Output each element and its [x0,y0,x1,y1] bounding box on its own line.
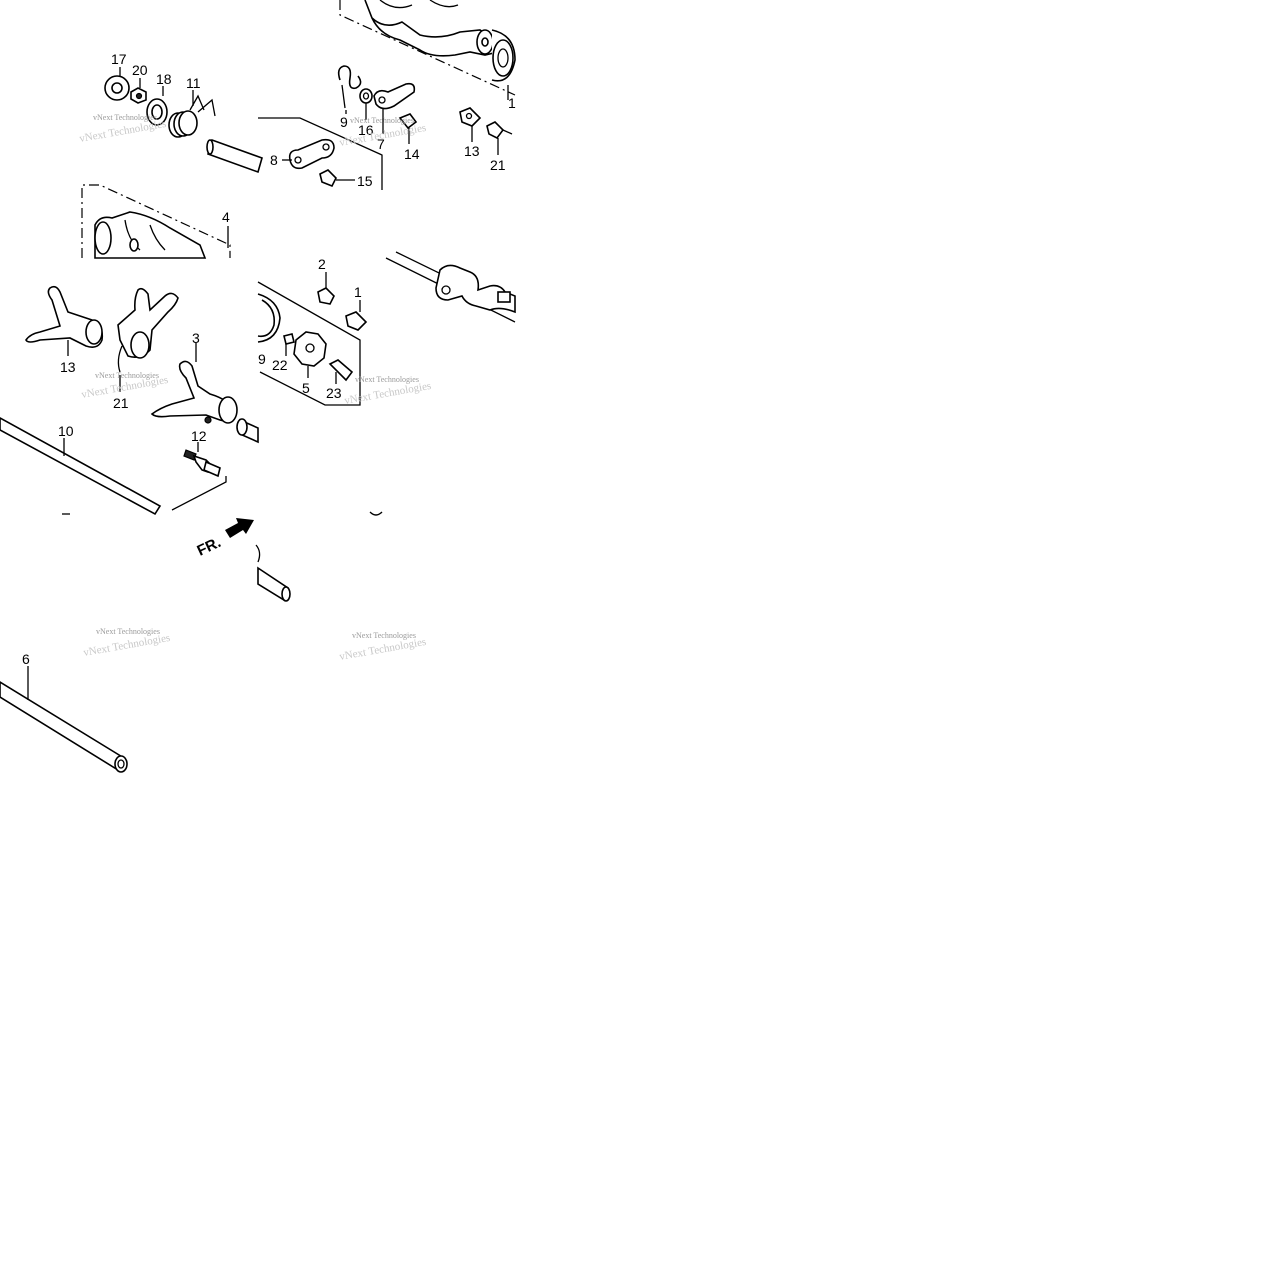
svg-text:vNext Technologies: vNext Technologies [96,627,160,636]
callout-label: 20 [132,62,148,78]
watermark: vNext Technologies vNext Technologies vN… [78,113,432,663]
callout-label: 10 [58,423,74,439]
callout-label: 16 [358,122,374,138]
shift-drum-4 [81,184,231,259]
front-marker: FR. [195,534,224,560]
front-arrow-icon: FR. [195,518,254,560]
callout-label: 13 [464,143,480,159]
callout-label: 21 [490,157,506,173]
callout-label: 3 [192,330,200,346]
svg-text:vNext Technologies: vNext Technologies [355,375,419,384]
svg-text:vNext Technologies: vNext Technologies [350,116,414,125]
stopper-arm-group [258,65,513,190]
callout-label: 21 [113,395,129,411]
svg-text:vNext Technologies: vNext Technologies [352,631,416,640]
callout-label: 22 [272,357,288,373]
callout-label: 15 [357,173,373,189]
callout-label: 11 [186,75,201,91]
svg-text:vNext Technologies: vNext Technologies [93,113,157,122]
spring-washer-group [104,67,263,174]
callout-label: 8 [270,152,278,168]
shift-fork-shaft-6 [0,666,128,773]
callout-label: 2 [318,256,326,272]
callout-label: 13 [60,359,76,375]
callout-label: 1 [354,284,362,300]
callout-label: 12 [191,428,207,444]
callout-label: 18 [156,71,172,87]
callout-label: 9 [340,114,348,130]
callout-label: 23 [326,385,342,401]
callout-label: 7 [377,136,385,152]
shift-drum-top [339,0,516,100]
callout-label: 9 [258,351,266,367]
shift-forks [25,285,238,424]
fork-shaft-10 [0,417,259,516]
callout-label: 14 [404,146,420,162]
drum-center-group [257,272,368,406]
svg-text:vNext Technologies: vNext Technologies [95,371,159,380]
callout-label: 17 [111,51,127,67]
callout-label: 6 [22,651,30,667]
callout-label: 1 [508,95,516,111]
callout-label: 5 [302,380,310,396]
callout-label: 4 [222,209,230,225]
gearshift-spindle [385,251,516,323]
